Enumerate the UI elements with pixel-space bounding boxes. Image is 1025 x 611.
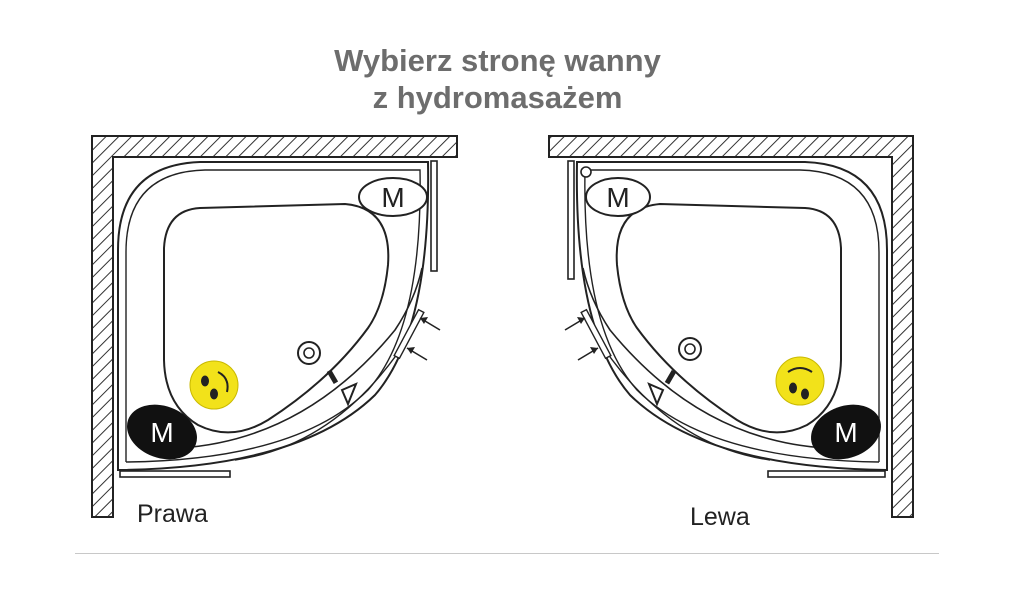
- arrow-head-icon: [407, 347, 415, 354]
- headrest-dark: M: [127, 404, 197, 460]
- headrest-light: M: [358, 177, 428, 217]
- tub-apron-curve-2: [594, 334, 771, 461]
- title-line-1: Wybierz stronę wanny: [334, 43, 661, 78]
- divider: [75, 553, 939, 554]
- variant-label-left: Lewa: [690, 503, 750, 531]
- tub-basin: [163, 202, 390, 434]
- tub-apron-curve: [582, 267, 826, 449]
- headrest-letter: M: [381, 182, 404, 213]
- tub-apron-curve: [179, 267, 423, 449]
- triangle-marker-icon: [647, 382, 665, 407]
- fitting-icon: [580, 166, 592, 178]
- tub-outer-rim: [575, 161, 888, 472]
- headrest-letter: M: [606, 182, 629, 213]
- tub-right-variant: M M: [91, 135, 458, 518]
- tub-rim-inner: [125, 169, 421, 463]
- arrow-head-icon: [420, 317, 428, 324]
- arrow-head-icon: [577, 317, 585, 324]
- drain-inner-icon: [303, 347, 315, 359]
- arrow-head-icon: [590, 347, 598, 354]
- smiley-icon: [775, 356, 825, 406]
- triangle-marker-icon: [340, 382, 358, 407]
- headrest-light: M: [585, 177, 651, 217]
- title-line-2: z hydromasażem: [372, 80, 623, 115]
- diagram-title: Wybierz stronę wanny z hydromasażem: [0, 42, 995, 116]
- tub-basin: [615, 202, 842, 434]
- glass-panel-bottom: [767, 470, 886, 478]
- door-seal-strip: [393, 308, 425, 360]
- control-slot: [326, 369, 339, 385]
- tub-outer-rim: [117, 161, 430, 472]
- drain-inner-icon: [684, 343, 696, 355]
- headrest-dark: M: [811, 404, 881, 460]
- smiley-icon: [189, 360, 239, 410]
- tub-left-variant: M M: [548, 135, 914, 518]
- tub-apron-curve-2: [234, 334, 411, 461]
- tub-rim-inner: [584, 169, 880, 463]
- wall-right-variant: [91, 135, 458, 518]
- glass-panel-side: [430, 160, 438, 272]
- headrest-letter: M: [834, 417, 857, 448]
- variant-label-right: Prawa: [137, 500, 208, 528]
- glass-panel-bottom: [119, 470, 231, 478]
- glass-panel-side: [567, 160, 575, 280]
- door-seal-strip: [580, 308, 612, 360]
- control-slot: [664, 369, 677, 385]
- headrest-letter: M: [150, 417, 173, 448]
- wall-left-variant: [548, 135, 914, 518]
